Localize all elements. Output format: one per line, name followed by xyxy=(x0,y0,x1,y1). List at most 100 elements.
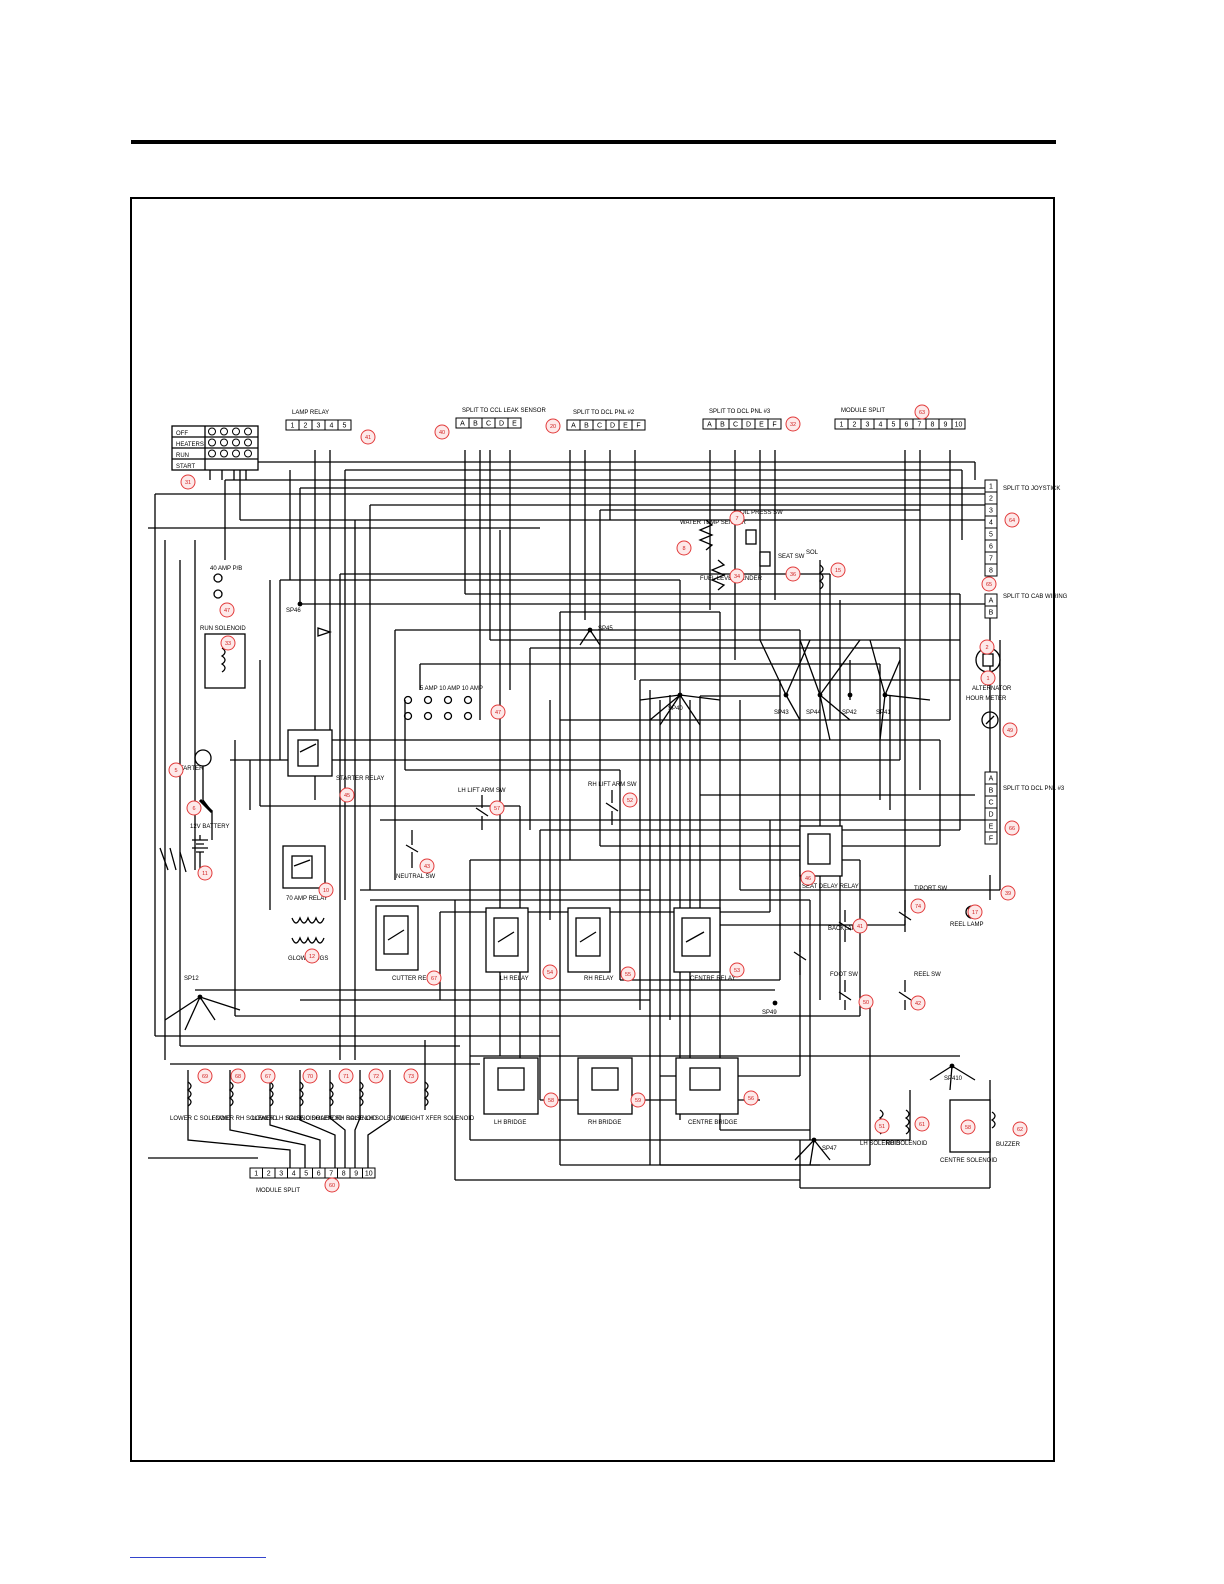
connector-pin: E xyxy=(623,423,628,430)
component-foot-sw: FOOT SW 50 xyxy=(830,972,874,1010)
svg-text:61: 61 xyxy=(919,1122,925,1128)
component-label: 70 AMP RELAY xyxy=(286,896,328,902)
component-label: RAISE C SOLENOID xyxy=(286,1116,343,1122)
component-alt-diode: 1 xyxy=(980,670,996,686)
ref-badge: 58 xyxy=(960,1119,976,1135)
ref-badge: 46 xyxy=(800,870,816,886)
connector-pin: 9 xyxy=(354,1171,358,1178)
component-lh-bridge: LH BRIDGE 58 xyxy=(494,1092,559,1126)
ref-badge: 33 xyxy=(220,635,236,651)
svg-text:34: 34 xyxy=(734,574,740,580)
ref-badge: 11 xyxy=(197,865,213,881)
connector-pin: 5 xyxy=(989,532,993,539)
ref-badge: 60 xyxy=(324,1177,340,1193)
connector-pin: F xyxy=(989,836,993,843)
svg-text:65: 65 xyxy=(986,582,992,588)
svg-text:69: 69 xyxy=(202,1074,208,1080)
ref-badge: 5 xyxy=(168,762,184,778)
ref-badge: 53 xyxy=(729,962,745,978)
ref-badge: 41 xyxy=(852,918,868,934)
svg-text:72: 72 xyxy=(373,1074,379,1080)
svg-text:17: 17 xyxy=(972,910,978,916)
ref-badge: 47 xyxy=(490,704,506,720)
component-label: LOWER RH SOLENOID xyxy=(212,1116,278,1122)
connector-pin: E xyxy=(512,421,517,428)
component-reel-lamp: REEL LAMP 17 xyxy=(950,904,983,928)
connector-label: SPLIT TO DCL PNL #2 xyxy=(573,410,635,416)
svg-text:67: 67 xyxy=(265,1074,271,1080)
ref-badge: 20 xyxy=(545,418,561,434)
connector-pin: 6 xyxy=(989,544,993,551)
svg-text:56: 56 xyxy=(748,1096,754,1102)
svg-text:42: 42 xyxy=(915,1001,921,1007)
connector-label: MODULE SPLIT xyxy=(256,1188,300,1194)
component-label: LH BRIDGE xyxy=(494,1120,526,1126)
svg-text:45: 45 xyxy=(344,793,350,799)
connector-pin: B xyxy=(989,610,994,617)
connector-pin: 7 xyxy=(329,1171,333,1178)
svg-text:67: 67 xyxy=(431,976,437,982)
ref-badge: 47 xyxy=(219,602,235,618)
connector-pin: 5 xyxy=(304,1171,308,1178)
connector-label: SPLIT TO JOYSTICK xyxy=(1003,486,1060,492)
ref-badge: 50 xyxy=(858,994,874,1010)
ref-badge: 34 xyxy=(729,568,745,584)
svg-text:49: 49 xyxy=(1007,728,1013,734)
ref-badge: 73 xyxy=(403,1068,419,1084)
connector-pin: 4 xyxy=(330,423,334,430)
component-label: FOOT SW xyxy=(830,972,858,978)
ref-badge: 59 xyxy=(630,1092,646,1108)
connector-pin: F xyxy=(772,422,776,429)
svg-text:54: 54 xyxy=(547,970,553,976)
component-label: RAISE RH SOLENOID xyxy=(316,1116,378,1122)
component-label: REEL LAMP xyxy=(950,922,983,928)
connector-pin: D xyxy=(610,423,615,430)
connector-pin: 4 xyxy=(292,1171,296,1178)
ref-badge: 64 xyxy=(1004,512,1020,528)
connector-pin: 8 xyxy=(342,1171,346,1178)
ref-badge: 1 xyxy=(980,670,996,686)
svg-text:31: 31 xyxy=(185,480,191,486)
connector-pin: B xyxy=(584,423,589,430)
connector-pin: A xyxy=(571,423,576,430)
svg-text:58: 58 xyxy=(548,1098,554,1104)
ref-badge: 65 xyxy=(981,576,997,592)
svg-text:51: 51 xyxy=(879,1124,885,1130)
connector-label: SPLIT TO DCL PNL #3 xyxy=(709,409,771,415)
splice-label: SP44 xyxy=(806,710,821,716)
svg-text:63: 63 xyxy=(919,410,925,416)
ref-badge: 42 xyxy=(910,995,926,1011)
connector-pin: 9 xyxy=(944,422,948,429)
splice-label: SP42 xyxy=(842,710,857,716)
connector-pin: A xyxy=(989,598,994,605)
ref-badge: 43 xyxy=(419,858,435,874)
svg-text:32: 32 xyxy=(790,422,796,428)
connector-pin: 4 xyxy=(989,520,993,527)
ref-badge: 51 xyxy=(874,1118,890,1134)
splice-label: SP46 xyxy=(286,608,301,614)
ignition-pos-start: START xyxy=(176,464,195,470)
wire-network xyxy=(148,450,1001,1189)
svg-text:36: 36 xyxy=(790,572,796,578)
connector-pin: 3 xyxy=(989,508,993,515)
